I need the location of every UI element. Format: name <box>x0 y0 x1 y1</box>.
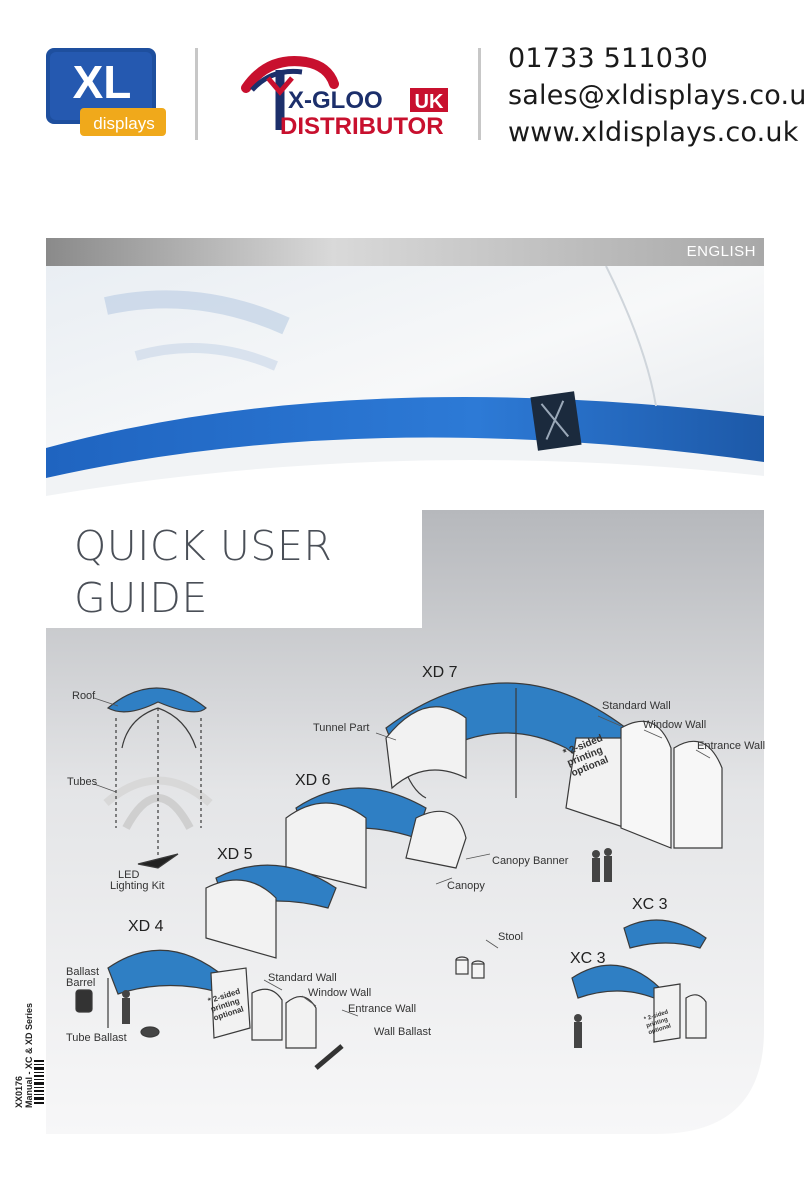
svg-text:displays: displays <box>93 114 154 133</box>
hero-photo <box>46 266 764 510</box>
xl-displays-logo: XL displays <box>44 46 168 140</box>
stool-icons <box>455 956 485 979</box>
title-line-1: QUICK USER <box>74 522 333 570</box>
label-stool: Stool <box>498 931 524 943</box>
svg-text:UK: UK <box>415 91 444 113</box>
label-led-line2: Lighting Kit <box>110 880 165 892</box>
label-entrance-wall: Entrance Wall <box>348 1003 417 1015</box>
roof-part <box>106 687 207 713</box>
phone-number[interactable]: 01733 511030 <box>508 43 708 74</box>
document-code-manual: Manual - XC & XD Series <box>24 1003 34 1108</box>
label-entrance-wall: Entrance Wall <box>697 740 766 752</box>
xc3-tents <box>571 919 707 1043</box>
title-line-2: GUIDE <box>74 574 208 622</box>
svg-text:XL: XL <box>73 56 132 108</box>
label-tunnel-part: Tunnel Part <box>313 722 370 734</box>
xd5-tent <box>205 864 337 959</box>
label-led-line1: LED <box>118 869 140 881</box>
header-divider <box>195 48 198 140</box>
wall-ballast-icon <box>314 1044 344 1070</box>
model-label-xd7: XD 7 <box>422 664 458 681</box>
email-address[interactable]: sales@xldisplays.co.uk <box>508 80 808 111</box>
label-ballast-line1: Ballast <box>66 966 100 978</box>
model-label-xd4: XD 4 <box>128 918 164 935</box>
model-label-xc3: XC 3 <box>570 950 606 967</box>
tent-range-diagram <box>75 682 723 1070</box>
model-label-xc3: XC 3 <box>632 896 668 913</box>
ballast-barrel-icon <box>75 989 93 1013</box>
language-bar: ENGLISH <box>46 238 764 266</box>
label-standard-wall: Standard Wall <box>602 700 671 712</box>
label-roof: Roof <box>72 690 96 702</box>
header-divider <box>478 48 481 140</box>
language-label: ENGLISH <box>686 243 756 260</box>
contact-block: 01733 511030 sales@xldisplays.co.uk www.… <box>508 40 808 151</box>
label-standard-wall: Standard Wall <box>268 972 337 984</box>
model-label-xd5: XD 5 <box>217 846 253 863</box>
svg-text:DISTRIBUTOR: DISTRIBUTOR <box>280 113 444 140</box>
svg-text:X-GLOO: X-GLOO <box>288 87 383 114</box>
people-figures <box>122 848 612 1048</box>
label-wall-ballast: Wall Ballast <box>374 1026 432 1038</box>
xd4-tent <box>107 949 317 1049</box>
website-url[interactable]: www.xldisplays.co.uk <box>508 117 799 148</box>
label-tube-ballast: Tube Ballast <box>66 1032 127 1044</box>
title-box <box>46 510 422 628</box>
label-window-wall: Window Wall <box>643 719 707 731</box>
document-code: XX0176 Manual - XC & XD Series <box>8 940 48 1110</box>
xd7-tent <box>385 682 723 849</box>
label-canopy: Canopy <box>447 880 485 892</box>
xd6-tent <box>285 787 467 889</box>
label-canopy-banner: Canopy Banner <box>492 855 569 867</box>
label-window-wall: Window Wall <box>308 987 372 999</box>
led-kit-icon <box>137 853 179 869</box>
x-gloo-uk-distributor-logo: X-GLOO UK DISTRIBUTOR <box>228 48 452 140</box>
label-ballast-line2: Barrel <box>66 977 96 989</box>
model-label-xd6: XD 6 <box>295 772 331 789</box>
page-title: QUICK USER GUIDE <box>74 520 332 624</box>
barcode-icon <box>34 1060 44 1104</box>
tube-ballast-icon <box>140 1026 160 1038</box>
document-code-number: XX0176 <box>14 1076 24 1108</box>
label-tubes: Tubes <box>67 776 98 788</box>
